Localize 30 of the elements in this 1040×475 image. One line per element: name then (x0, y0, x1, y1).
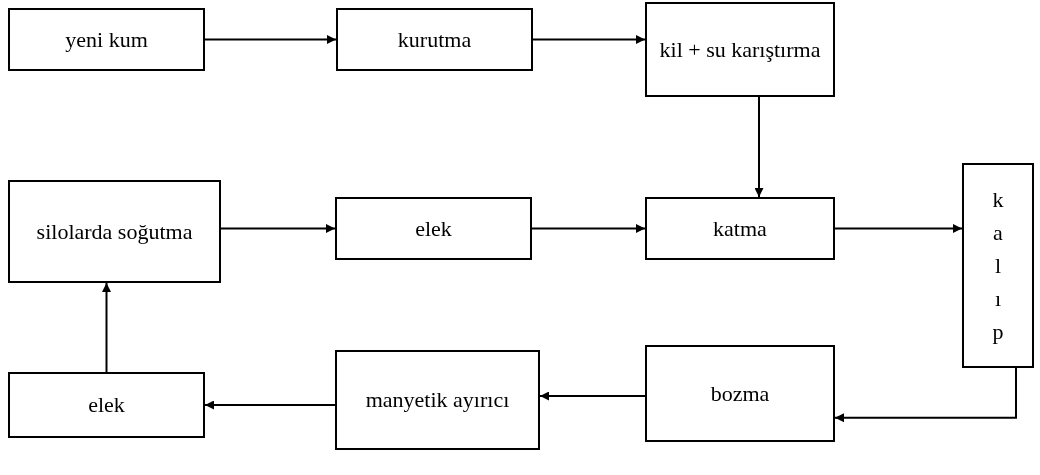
process-box (335, 197, 532, 260)
process-label: elek (414, 214, 453, 243)
arrow (532, 35, 646, 44)
process-label: yeni kum (64, 25, 149, 54)
process-label: elek (87, 391, 126, 419)
arrow (204, 400, 336, 410)
process-label: kalıp (991, 186, 1005, 346)
process-label: bozma (709, 379, 771, 408)
process-box (336, 8, 533, 71)
process-label: silolarda soğutma (35, 217, 194, 246)
arrow (834, 224, 963, 233)
process-label: manyetik ayırıcı (364, 386, 511, 414)
process-box (8, 8, 205, 71)
arrow (220, 224, 336, 233)
process-box (645, 2, 835, 97)
arrow (754, 96, 764, 198)
process-box (335, 350, 540, 450)
arrow (204, 35, 337, 44)
arrow (102, 282, 111, 373)
process-box (645, 345, 835, 442)
process-box (8, 180, 221, 283)
arrow (539, 391, 646, 401)
process-box (8, 372, 205, 438)
process-box (645, 197, 835, 260)
process-label: kil + su karıştırma (658, 35, 822, 64)
process-label: katma (712, 214, 768, 243)
arrow (531, 224, 646, 233)
process-label: kurutma (396, 25, 473, 54)
arrow (834, 367, 1017, 423)
process-box (962, 163, 1034, 368)
